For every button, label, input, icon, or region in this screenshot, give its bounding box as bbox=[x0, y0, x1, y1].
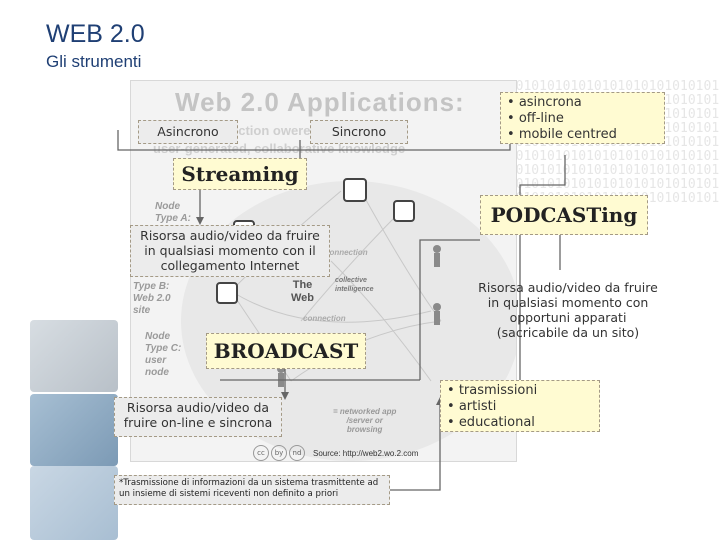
modes-list-box: asincrona off-line mobile centred bbox=[500, 92, 665, 144]
sincrono-label: Sincrono bbox=[310, 120, 408, 144]
node-a-label: Node Type A: bbox=[155, 201, 191, 224]
nd-icon: nd bbox=[289, 445, 305, 461]
footnote: *Trasmissione di informazioni da un sist… bbox=[114, 475, 390, 505]
cc-icon: cc bbox=[253, 445, 269, 461]
connection-label-top: connection bbox=[325, 248, 368, 257]
photo-title: Web 2.0 Applications: bbox=[175, 87, 465, 117]
network-label: = networked app /server or browsing bbox=[333, 407, 397, 434]
broadcast-item: educational bbox=[447, 415, 593, 431]
modes-item: mobile centred bbox=[507, 127, 658, 143]
photo-line-1: ection owered b bbox=[231, 123, 330, 138]
modes-item: asincrona bbox=[507, 95, 658, 111]
podcast-description: Risorsa audio/video da fruire in qualsia… bbox=[478, 280, 658, 340]
broadcast-item: trasmissioni bbox=[447, 383, 593, 399]
podcasting-label: PODCASTing bbox=[480, 195, 648, 235]
broadcast-label: BROADCAST bbox=[206, 333, 366, 369]
source-credit: Source: http://web2.wo.2.com bbox=[313, 449, 419, 458]
broadcast-list-box: trasmissioni artisti educational bbox=[440, 380, 600, 432]
streaming-description: Risorsa audio/video da fruire in qualsia… bbox=[130, 225, 330, 277]
connection-label-bottom: connection bbox=[303, 314, 346, 323]
streaming-label: Streaming bbox=[173, 158, 307, 190]
decorative-block-2 bbox=[30, 394, 118, 466]
collective-label: collective intelligence bbox=[335, 277, 374, 293]
by-icon: by bbox=[271, 445, 287, 461]
slide-title: WEB 2.0 bbox=[46, 20, 145, 48]
decorative-block-3 bbox=[30, 466, 118, 540]
broadcast-description: Risorsa audio/video da fruire on-line e … bbox=[114, 397, 282, 437]
decorative-block-1 bbox=[30, 320, 118, 392]
slide-subtitle: Gli strumenti bbox=[46, 52, 142, 71]
photo-line-2: user-generated, collaborative knowledge bbox=[153, 141, 406, 156]
asincrono-label: Asincrono bbox=[138, 120, 238, 144]
modes-item: off-line bbox=[507, 111, 658, 127]
broadcast-list: trasmissioni artisti educational bbox=[447, 383, 593, 431]
modes-list: asincrona off-line mobile centred bbox=[507, 95, 658, 143]
web-label: The Web bbox=[291, 279, 315, 304]
broadcast-item: artisti bbox=[447, 399, 593, 415]
node-c-label: Node Type C: user node bbox=[145, 331, 182, 378]
node-b-label: Type B: Web 2.0 site bbox=[133, 281, 171, 316]
